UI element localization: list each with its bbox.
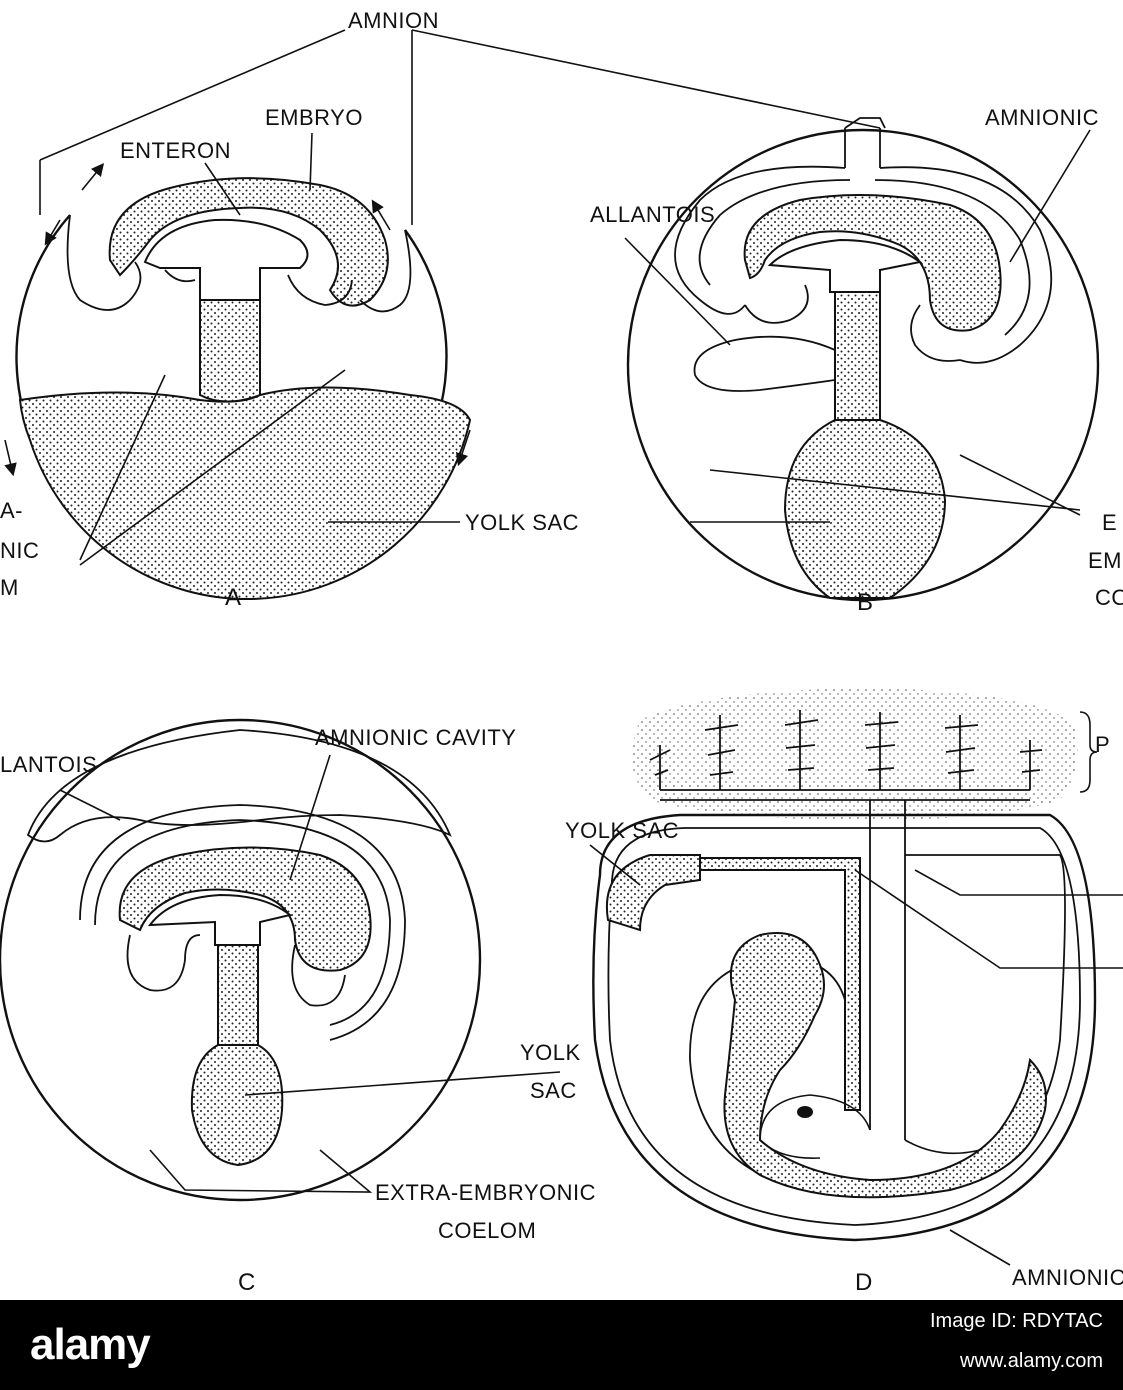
label-extra-b3: CO	[1095, 585, 1123, 610]
panel-a-yolk-mass	[18, 386, 472, 601]
panel-d-chorion	[592, 813, 1097, 1242]
panel-c-embryo	[118, 846, 372, 972]
label-extra-a1: A-	[0, 498, 23, 523]
panel-a: AMNION EMBRYO ENTERON A- NIC M YOLK SAC …	[0, 8, 881, 611]
label-panel-b: B	[857, 589, 873, 616]
label-allantois-b: ALLANTOIS	[590, 202, 715, 227]
panel-d-villi	[649, 710, 1043, 790]
panel-d-embryo	[723, 932, 1047, 1199]
panel-c-allantois	[26, 729, 452, 843]
label-panel-d: D	[855, 1269, 872, 1296]
label-enteron: ENTERON	[120, 138, 231, 163]
panel-b-embryo	[743, 194, 1002, 332]
panel-d: YOLK SAC P AMNIONIC D	[565, 688, 1123, 1296]
label-amnionic-d: AMNIONIC	[1012, 1265, 1123, 1290]
label-placenta: P	[1095, 732, 1110, 757]
panel-d-placenta	[632, 688, 1078, 820]
panel-a-yolk-stalk	[199, 299, 261, 403]
panel-b-yolk-stalk	[834, 291, 881, 421]
panel-c-amnion-outer	[79, 804, 406, 1041]
label-amnionic-cavity: AMNIONIC CAVITY	[315, 725, 516, 750]
label-extra-b2: EM	[1088, 548, 1122, 573]
label-allantois-c: LANTOIS	[0, 752, 97, 777]
label-extra-b1: E	[1102, 510, 1117, 535]
panel-b-allantois	[693, 335, 836, 392]
panel-b: AMNIONIC ALLANTOIS E EM CO B	[590, 105, 1123, 616]
label-embryo: EMBRYO	[265, 105, 363, 130]
watermark-footer: alamy Image ID: RDYTAC www.alamy.com	[0, 1300, 1123, 1390]
brand-logo: alamy	[30, 1320, 151, 1369]
label-extra-embryonic: EXTRA-EMBRYONIC	[375, 1180, 596, 1205]
panel-a-arrow-left	[44, 219, 61, 246]
label-extra-a3: M	[0, 575, 19, 600]
panel-a-amnion-fold-right	[359, 229, 412, 313]
embryo-membranes-diagram: AMNION EMBRYO ENTERON A- NIC M YOLK SAC …	[0, 8, 1123, 1296]
panel-d-heart	[797, 1106, 813, 1118]
panel-a-amnion-fold-left	[66, 214, 142, 311]
panel-b-yolk-sac	[783, 419, 947, 599]
label-yolk-c2: SAC	[530, 1078, 577, 1103]
label-yolk-sac-d: YOLK SAC	[565, 818, 679, 843]
panel-b-circle	[626, 128, 1100, 602]
label-amnion: AMNION	[348, 8, 439, 33]
label-yolk-c1: YOLK	[520, 1040, 581, 1065]
label-coelom: COELOM	[438, 1218, 536, 1243]
panel-a-embryo	[108, 177, 389, 307]
label-extra-a2: NIC	[0, 538, 39, 563]
panel-b-amnion	[674, 165, 1053, 364]
panel-d-umbilical-cord	[869, 800, 906, 1140]
panel-a-enteron	[143, 218, 309, 301]
site-url-text: www.alamy.com	[960, 1350, 1103, 1372]
panel-c-yolk-sac	[190, 1044, 284, 1167]
panel-c-circle	[0, 718, 482, 1202]
label-yolk-sac-ab: YOLK SAC	[465, 510, 579, 535]
image-id-text: Image ID: RDYTAC	[930, 1310, 1103, 1332]
label-panel-a: A	[225, 584, 241, 611]
panel-c: LANTOIS AMNIONIC CAVITY YOLK SAC EXTRA-E…	[0, 718, 596, 1296]
panel-d-yolk-sac	[605, 854, 701, 932]
label-amnionic-b: AMNIONIC	[985, 105, 1099, 130]
label-panel-c: C	[238, 1269, 255, 1296]
panel-c-yolk-stalk	[217, 944, 259, 1046]
